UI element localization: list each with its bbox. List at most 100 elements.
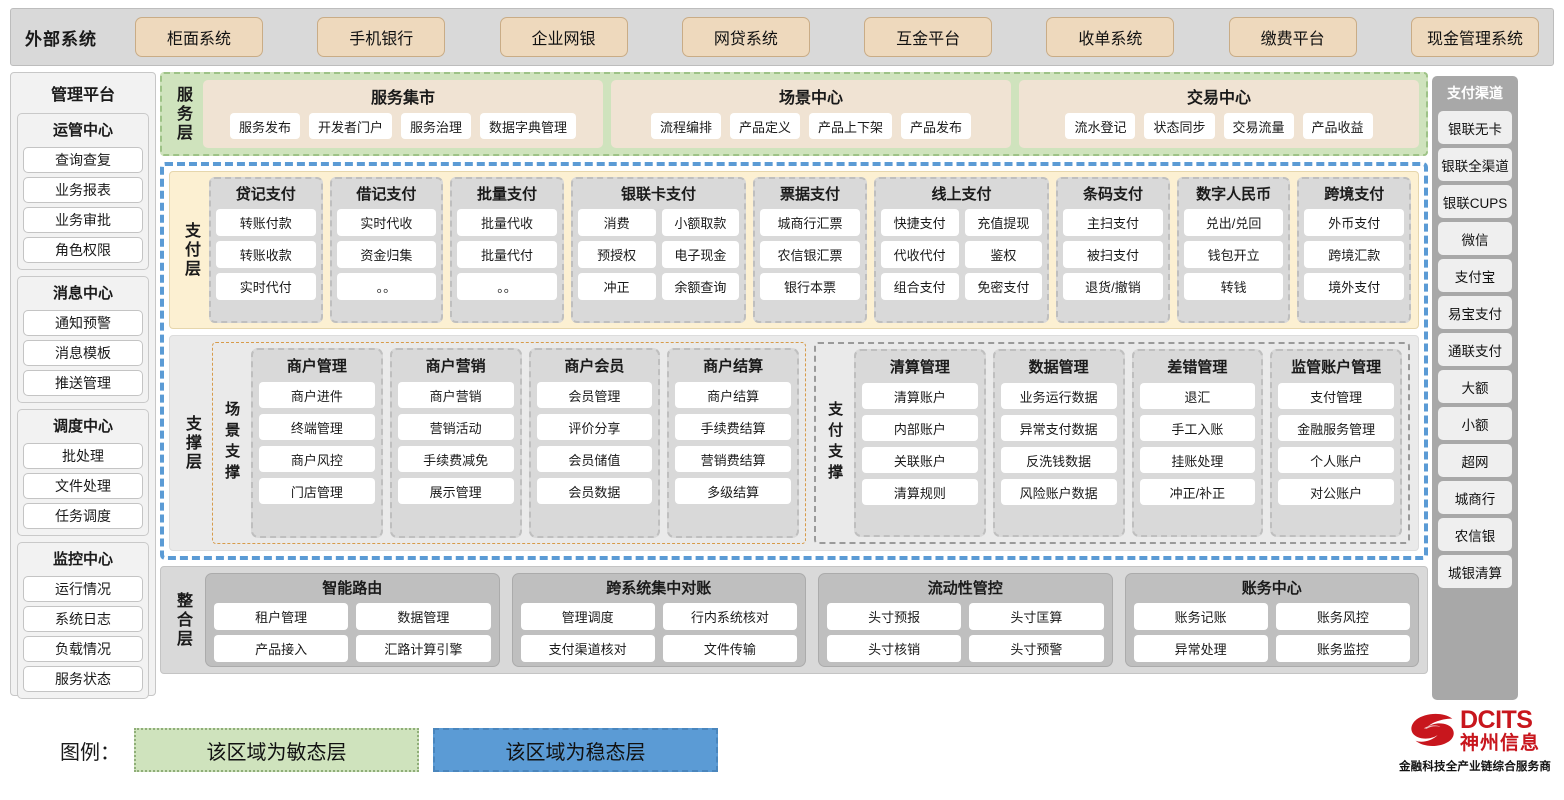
payment-item[interactable]: 批量代付 — [457, 241, 557, 268]
integration-item[interactable]: 头寸预报 — [827, 603, 962, 630]
payment-channel-item[interactable]: 通联支付 — [1438, 333, 1512, 366]
paysup-item[interactable]: 异常支付数据 — [1000, 415, 1117, 441]
payment-item[interactable]: 预授权 — [577, 241, 656, 268]
payment-channel-item[interactable]: 大额 — [1438, 370, 1512, 403]
payment-item[interactable]: 实时代付 — [216, 273, 316, 300]
payment-item[interactable]: 跨境汇款 — [1304, 241, 1405, 268]
integration-item[interactable]: 账务风控 — [1275, 603, 1410, 630]
sidebar-item[interactable]: 业务报表 — [23, 177, 143, 203]
service-item[interactable]: 状态同步 — [1144, 113, 1215, 139]
payment-item[interactable]: 快捷支付 — [880, 209, 959, 236]
integration-item[interactable]: 账务记账 — [1133, 603, 1268, 630]
service-item[interactable]: 产品定义 — [729, 113, 800, 139]
integration-item[interactable]: 头寸预警 — [969, 635, 1104, 662]
sidebar-item[interactable]: 服务状态 — [23, 666, 143, 692]
payment-item[interactable]: 实时代收 — [336, 209, 437, 236]
integration-item[interactable]: 异常处理 — [1133, 635, 1268, 662]
payment-item[interactable]: 农信银汇票 — [760, 241, 860, 268]
paysup-item[interactable]: 对公账户 — [1278, 479, 1394, 505]
payment-item[interactable]: 充值提现 — [964, 209, 1043, 236]
paysup-item[interactable]: 关联账户 — [862, 447, 978, 473]
service-item[interactable]: 服务治理 — [401, 113, 472, 139]
external-system-item[interactable]: 柜面系统 — [135, 17, 263, 57]
integration-item[interactable]: 支付渠道核对 — [520, 635, 655, 662]
sidebar-item[interactable]: 业务审批 — [23, 207, 143, 233]
external-system-item[interactable]: 互金平台 — [864, 17, 993, 57]
payment-item[interactable]: 免密支付 — [964, 273, 1043, 300]
payment-item[interactable]: 被扫支付 — [1063, 241, 1163, 268]
scene-item[interactable]: 商户结算 — [675, 382, 791, 408]
sidebar-item[interactable]: 任务调度 — [23, 503, 143, 529]
sidebar-item[interactable]: 运行情况 — [23, 576, 143, 602]
external-system-item[interactable]: 网贷系统 — [681, 17, 810, 57]
paysup-item[interactable]: 清算规则 — [862, 479, 978, 505]
payment-item[interactable]: 转账收款 — [216, 241, 316, 268]
payment-item[interactable]: 鉴权 — [964, 241, 1043, 268]
scene-item[interactable]: 商户进件 — [259, 382, 375, 408]
external-system-item[interactable]: 收单系统 — [1046, 17, 1175, 57]
paysup-item[interactable]: 挂账处理 — [1139, 447, 1256, 473]
scene-item[interactable]: 手续费结算 — [675, 414, 791, 440]
paysup-item[interactable]: 业务运行数据 — [1000, 383, 1117, 409]
sidebar-item[interactable]: 文件处理 — [23, 473, 143, 499]
scene-item[interactable]: 终端管理 — [259, 414, 375, 440]
payment-item[interactable]: 主扫支付 — [1063, 209, 1163, 236]
paysup-item[interactable]: 内部账户 — [862, 415, 978, 441]
service-item[interactable]: 交易流量 — [1223, 113, 1294, 139]
scene-item[interactable]: 评价分享 — [536, 414, 653, 440]
scene-item[interactable]: 门店管理 — [259, 478, 375, 504]
payment-item[interactable]: 电子现金 — [661, 241, 740, 268]
payment-channel-item[interactable]: 银联CUPS — [1438, 185, 1512, 218]
payment-item[interactable]: 转账付款 — [216, 209, 316, 236]
integration-item[interactable]: 租户管理 — [214, 603, 349, 630]
scene-item[interactable]: 商户风控 — [259, 446, 375, 472]
sidebar-item[interactable]: 负载情况 — [23, 636, 143, 662]
payment-item[interactable]: 。。 — [336, 273, 437, 300]
payment-channel-item[interactable]: 易宝支付 — [1438, 296, 1512, 329]
payment-item[interactable]: 资金归集 — [336, 241, 437, 268]
external-system-item[interactable]: 企业网银 — [499, 17, 628, 57]
integration-item[interactable]: 头寸匡算 — [969, 603, 1104, 630]
scene-item[interactable]: 商户营销 — [397, 382, 514, 408]
payment-item[interactable]: 。。 — [457, 273, 557, 300]
service-item[interactable]: 流水登记 — [1065, 113, 1136, 139]
integration-item[interactable]: 产品接入 — [214, 635, 349, 662]
integration-item[interactable]: 头寸核销 — [827, 635, 962, 662]
payment-channel-item[interactable]: 城商行 — [1438, 481, 1512, 514]
scene-item[interactable]: 手续费减免 — [397, 446, 514, 472]
payment-item[interactable]: 境外支付 — [1304, 273, 1405, 300]
sidebar-item[interactable]: 查询查复 — [23, 147, 143, 173]
external-system-item[interactable]: 手机银行 — [317, 17, 446, 57]
sidebar-item[interactable]: 消息模板 — [23, 340, 143, 366]
paysup-item[interactable]: 反洗钱数据 — [1000, 447, 1117, 473]
payment-channel-item[interactable]: 城银清算 — [1438, 555, 1512, 588]
payment-item[interactable]: 小额取款 — [661, 209, 740, 236]
paysup-item[interactable]: 手工入账 — [1139, 415, 1256, 441]
payment-item[interactable]: 钱包开立 — [1183, 241, 1284, 268]
scene-item[interactable]: 营销活动 — [397, 414, 514, 440]
service-item[interactable]: 产品发布 — [901, 113, 972, 139]
integration-item[interactable]: 汇路计算引擎 — [356, 635, 491, 662]
payment-channel-item[interactable]: 农信银 — [1438, 518, 1512, 551]
service-item[interactable]: 开发者门户 — [308, 113, 392, 139]
integration-item[interactable]: 数据管理 — [356, 603, 491, 630]
payment-channel-item[interactable]: 支付宝 — [1438, 259, 1512, 292]
scene-item[interactable]: 会员储值 — [536, 446, 653, 472]
scene-item[interactable]: 会员管理 — [536, 382, 653, 408]
sidebar-item[interactable]: 系统日志 — [23, 606, 143, 632]
sidebar-item[interactable]: 通知预警 — [23, 310, 143, 336]
payment-channel-item[interactable]: 超网 — [1438, 444, 1512, 477]
payment-item[interactable]: 城商行汇票 — [760, 209, 860, 236]
service-item[interactable]: 流程编排 — [650, 113, 721, 139]
sidebar-item[interactable]: 推送管理 — [23, 370, 143, 396]
paysup-item[interactable]: 退汇 — [1139, 383, 1256, 409]
integration-item[interactable]: 文件传输 — [662, 635, 797, 662]
paysup-item[interactable]: 个人账户 — [1278, 447, 1394, 473]
scene-item[interactable]: 营销费结算 — [675, 446, 791, 472]
integration-item[interactable]: 管理调度 — [520, 603, 655, 630]
scene-item[interactable]: 多级结算 — [675, 478, 791, 504]
scene-item[interactable]: 展示管理 — [397, 478, 514, 504]
payment-item[interactable]: 代收代付 — [880, 241, 959, 268]
payment-item[interactable]: 退货/撤销 — [1063, 273, 1163, 300]
payment-channel-item[interactable]: 微信 — [1438, 222, 1512, 255]
